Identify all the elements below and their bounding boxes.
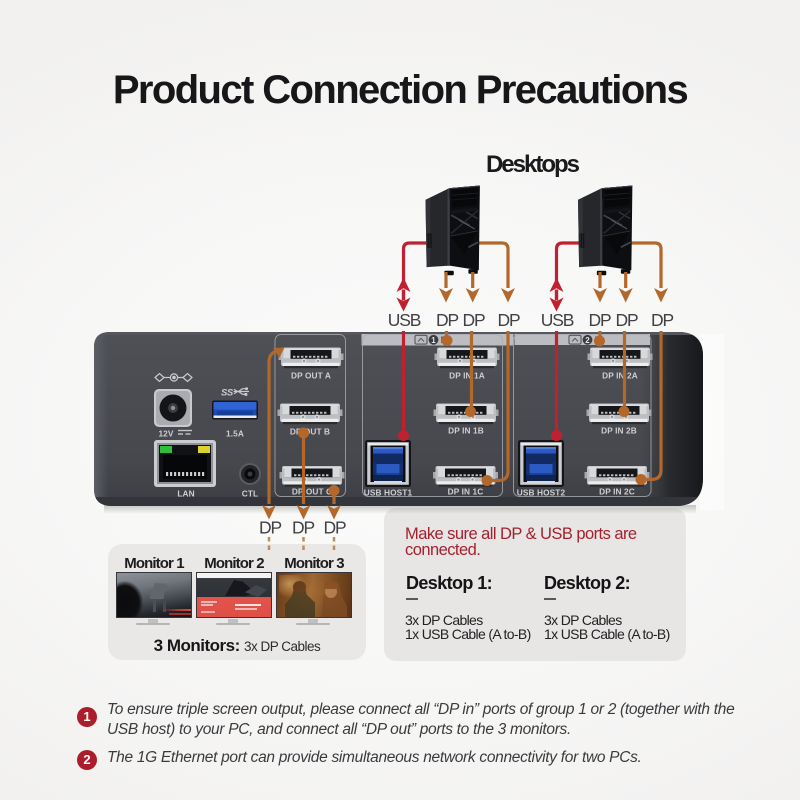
svg-text:LAN: LAN [177,489,194,499]
svg-text:USB HOST1: USB HOST1 [364,488,413,498]
svg-text:DP: DP [616,310,638,330]
svg-text:DP OUT B: DP OUT B [290,427,330,437]
svg-text:1.5A: 1.5A [226,429,244,439]
svg-text:CTL: CTL [242,489,258,499]
svg-text:DP: DP [259,518,281,538]
svg-text:USB HOST2: USB HOST2 [517,488,566,498]
svg-text:DP IN 1B: DP IN 1B [448,426,484,436]
svg-text:USB: USB [541,310,574,330]
svg-text:SS: SS [221,388,234,399]
svg-text:DP OUT C: DP OUT C [292,487,332,497]
svg-text:DP IN 2C: DP IN 2C [599,487,635,497]
svg-text:DP: DP [498,310,520,330]
svg-text:DP: DP [651,310,673,330]
svg-text:DP: DP [324,518,346,538]
svg-text:DP: DP [589,310,611,330]
svg-text:2: 2 [585,336,590,345]
svg-text:DP IN 2A: DP IN 2A [602,371,638,381]
svg-text:USB: USB [388,310,421,330]
svg-text:DP: DP [463,310,485,330]
svg-text:DP: DP [292,518,314,538]
svg-text:DP IN 1A: DP IN 1A [449,371,485,381]
svg-text:DP OUT A: DP OUT A [291,371,331,381]
svg-text:1: 1 [431,336,436,345]
svg-text:DP IN 1C: DP IN 1C [448,487,484,497]
svg-text:12V: 12V [158,429,173,439]
svg-text:DP: DP [436,310,458,330]
svg-text:DP IN 2B: DP IN 2B [601,426,637,436]
